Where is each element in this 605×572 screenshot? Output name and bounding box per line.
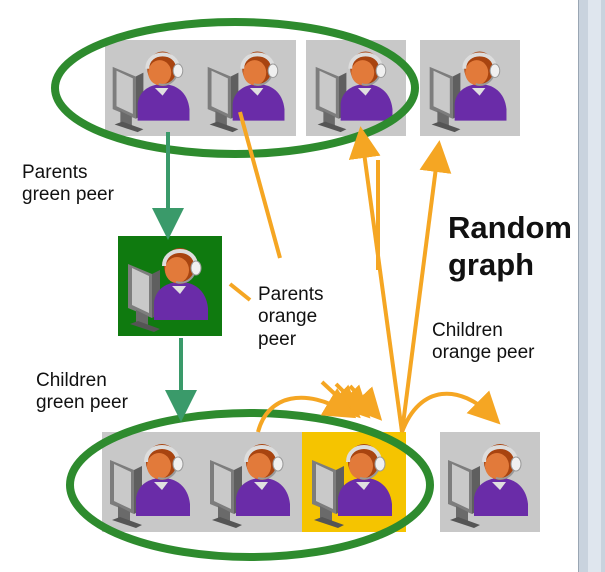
scrollbar-thumb[interactable] — [588, 0, 601, 572]
orange-peer — [302, 432, 406, 532]
orange-curve-left — [256, 387, 357, 433]
orange-arrow-up-2 — [400, 140, 452, 433]
orange-curve-right — [400, 390, 501, 433]
parents-orange-peer-label: Parents orange peer — [258, 284, 324, 350]
orange-line-1 — [238, 111, 282, 259]
parents-green-peer-label: Parents green peer — [22, 162, 114, 206]
peer-top-2 — [200, 40, 296, 136]
top-group-ellipse — [51, 18, 419, 158]
green-peer — [118, 236, 222, 336]
random-graph-label: Random graph — [448, 210, 572, 282]
peer-bottom-2 — [202, 432, 302, 532]
children-green-peer-label: Children green peer — [36, 370, 128, 414]
peer-top-1 — [105, 40, 201, 136]
orange-line-2 — [228, 282, 252, 302]
bottom-group-ellipse — [66, 409, 434, 561]
children-orange-peer-label: Children orange peer — [432, 320, 535, 364]
peer-top-4 — [420, 40, 520, 136]
orange-arrow-up-1 — [348, 126, 404, 433]
peer-bottom-1 — [102, 432, 202, 532]
peer-bottom-4 — [440, 432, 540, 532]
